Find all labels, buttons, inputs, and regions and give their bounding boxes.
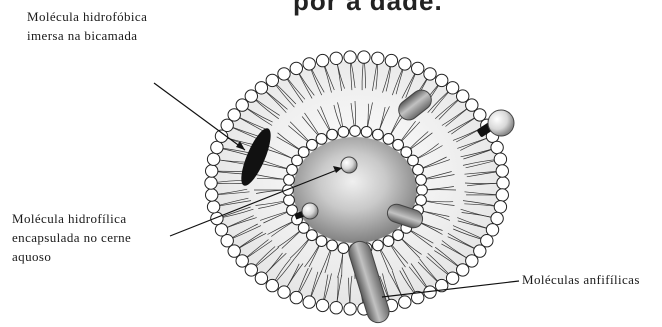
lipid-head-outer <box>205 177 217 189</box>
lipid-head-inner <box>316 134 327 145</box>
lipid-head-inner <box>327 129 338 140</box>
lipid-head-outer <box>436 74 448 86</box>
lipid-head-outer <box>385 54 397 66</box>
hydrophobic-molecule-label: Molécula hidrofóbica imersa na bicamada <box>27 7 147 45</box>
hydrophilic-label-line-1: Molécula hidrofílica <box>12 209 131 228</box>
lipid-head-inner <box>373 240 384 251</box>
lipid-head-outer <box>494 153 506 165</box>
lipid-head-outer <box>255 272 267 284</box>
lipid-head-outer <box>266 74 278 86</box>
lipid-head-outer <box>494 201 506 213</box>
lipid-head-inner <box>416 195 427 206</box>
lipid-head-outer <box>211 212 223 224</box>
lipid-head-outer <box>330 52 342 64</box>
lipid-head-outer <box>344 51 356 63</box>
lipid-head-outer <box>206 189 218 201</box>
lipid-head-outer <box>491 212 503 224</box>
lipid-head-inner <box>383 236 394 247</box>
lipid-head-inner <box>361 126 372 137</box>
lipid-head-outer <box>278 286 290 298</box>
lipid-head-outer <box>207 201 219 213</box>
aqueous-core <box>293 137 417 243</box>
lipid-head-outer <box>497 177 509 189</box>
lipid-head-outer <box>303 296 315 308</box>
lipid-head-outer <box>372 52 384 64</box>
lipid-head-outer <box>211 141 223 153</box>
hydrophobic-label-line-1: Molécula hidrofóbica <box>27 7 147 26</box>
lipid-head-inner <box>413 164 424 175</box>
lipid-head-outer <box>496 189 508 201</box>
lipid-head-inner <box>284 174 295 185</box>
lipid-head-outer <box>290 291 302 303</box>
lipid-head-inner <box>307 139 318 150</box>
lipid-head-inner <box>283 185 294 196</box>
lipid-head-inner <box>350 126 361 137</box>
lipid-head-outer <box>303 58 315 70</box>
lipid-head-outer <box>446 272 458 284</box>
lipid-head-inner <box>383 134 394 145</box>
hydrophobic-label-line-2: imersa na bicamada <box>27 26 147 45</box>
hydrophilic-label-line-2: encapsulada no cerne <box>12 228 131 247</box>
lipid-head-outer <box>245 90 257 102</box>
lipid-head-outer <box>446 82 458 94</box>
lipid-head-inner <box>393 230 404 241</box>
hydrophilic-molecule-label: Molécula hidrofílica encapsulada no cern… <box>12 209 131 266</box>
lipid-head-inner <box>338 243 349 254</box>
lipid-head-outer <box>496 165 508 177</box>
lipid-head-outer <box>399 58 411 70</box>
lipid-head-inner <box>373 129 384 140</box>
lipid-head-outer <box>206 165 218 177</box>
lipid-head-outer <box>316 299 328 311</box>
lipid-head-outer <box>278 68 290 80</box>
lipid-head-outer <box>491 141 503 153</box>
lipid-head-inner <box>284 195 295 206</box>
lipid-head-inner <box>327 240 338 251</box>
lipid-head-inner <box>416 174 427 185</box>
lipid-head-outer <box>412 62 424 74</box>
lipid-head-outer <box>266 279 278 291</box>
lipid-head-outer <box>316 54 328 66</box>
amphiphilic-molecules-label: Moléculas anfifílicas <box>522 270 640 289</box>
lipid-head-inner <box>316 236 327 247</box>
lipid-head-outer <box>457 264 469 276</box>
lipid-head-outer <box>344 303 356 315</box>
hydrophilic-molecule-core <box>341 157 357 173</box>
lipid-head-outer <box>358 51 370 63</box>
hydrophilic-label-line-3: aquoso <box>12 247 131 266</box>
lipid-head-inner <box>338 126 349 137</box>
lipid-head-outer <box>290 62 302 74</box>
lipid-head-outer <box>424 68 436 80</box>
lipid-head-outer <box>330 302 342 314</box>
lipid-head-inner <box>417 185 428 196</box>
lipid-head-outer <box>215 224 227 236</box>
lipid-head-outer <box>255 82 267 94</box>
lipid-head-outer <box>399 296 411 308</box>
lipid-head-outer <box>207 153 219 165</box>
